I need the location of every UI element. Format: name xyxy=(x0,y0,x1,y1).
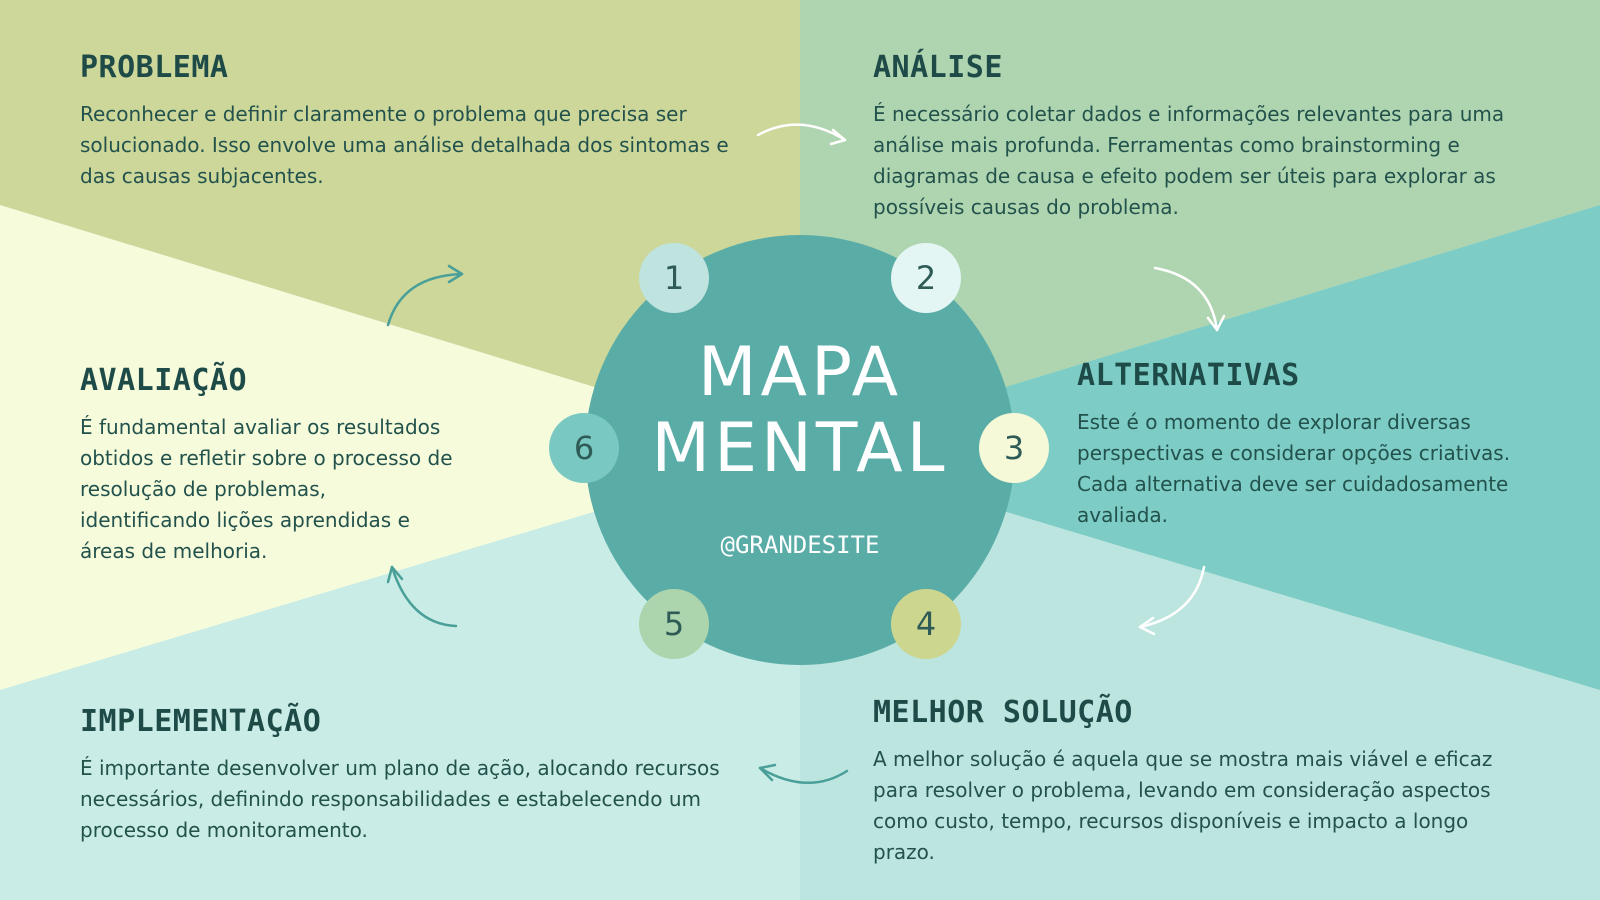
section-title: ALTERNATIVAS xyxy=(1077,358,1300,393)
section-analise: ANÁLISE É necessário coletar dados e inf… xyxy=(873,50,1513,223)
hub-title-line1: MAPA xyxy=(697,333,903,412)
step-node-6: 6 xyxy=(549,413,619,483)
step-node-3: 3 xyxy=(979,413,1049,483)
hub-title: MAPA MENTAL xyxy=(585,335,1015,487)
section-title: PROBLEMA xyxy=(80,50,229,85)
wedge-melhor-solucao xyxy=(800,450,1600,900)
section-melhor-solucao: MELHOR SOLUÇÃO A melhor solução é aquela… xyxy=(873,695,1533,868)
wedge-avaliacao xyxy=(0,205,800,690)
section-text: É importante desenvolver um plano de açã… xyxy=(80,756,720,842)
step-node-1: 1 xyxy=(639,243,709,313)
wedge-analise xyxy=(800,0,1600,450)
section-alternativas: ALTERNATIVAS Este é o momento de explora… xyxy=(1077,358,1542,531)
section-avaliacao: AVALIAÇÃO É fundamental avaliar os resul… xyxy=(80,363,460,567)
section-text: É necessário coletar dados e informações… xyxy=(873,102,1505,219)
wedge-problema xyxy=(0,0,800,450)
step-node-5: 5 xyxy=(639,589,709,659)
section-text: Reconhecer e definir claramente o proble… xyxy=(80,102,729,188)
section-text: A melhor solução é aquela que se mostra … xyxy=(873,747,1493,864)
section-title: IMPLEMENTAÇÃO xyxy=(80,704,322,739)
section-title: MELHOR SOLUÇÃO xyxy=(873,695,1133,730)
section-title: AVALIAÇÃO xyxy=(80,363,248,398)
section-implementacao: IMPLEMENTAÇÃO É importante desenvolver u… xyxy=(80,704,740,846)
section-text: Este é o momento de explorar diversas pe… xyxy=(1077,410,1511,527)
section-problema: PROBLEMA Reconhecer e definir claramente… xyxy=(80,50,740,192)
section-title: ANÁLISE xyxy=(873,50,1003,85)
hub-handle: @GRANDESITE xyxy=(720,531,880,559)
section-text: É fundamental avaliar os resultados obti… xyxy=(80,415,453,563)
step-node-4: 4 xyxy=(891,589,961,659)
hub-title-line2: MENTAL xyxy=(651,409,949,488)
step-node-2: 2 xyxy=(891,243,961,313)
wedge-alternativas xyxy=(800,205,1600,690)
wedge-implementacao xyxy=(0,450,800,900)
